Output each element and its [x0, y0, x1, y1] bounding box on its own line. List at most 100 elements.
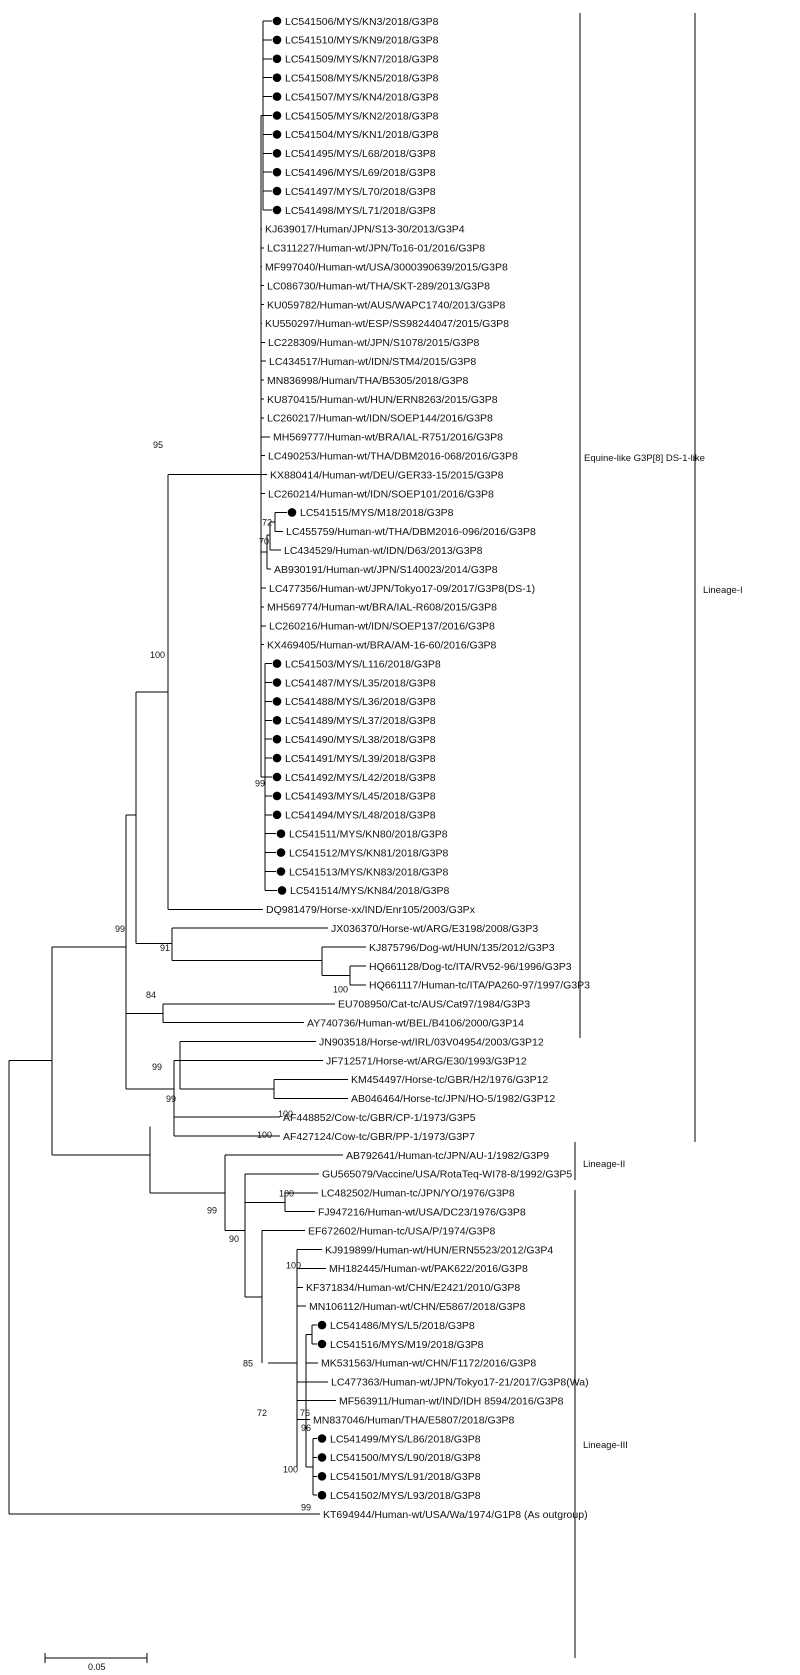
taxon-label: MN836998/Human/THA/B5305/2018/G3P8 [267, 375, 469, 387]
sample-marker-icon [287, 508, 297, 517]
taxon-label: LC490253/Human-wt/THA/DBM2016-068/2016/G… [268, 451, 518, 463]
taxon-label: LC541501/MYS/L91/2018/G3P8 [330, 1471, 481, 1483]
taxon-label: LC541494/MYS/L48/2018/G3P8 [285, 810, 436, 822]
taxon-label: MH569774/Human-wt/BRA/IAL-R608/2015/G3P8 [267, 602, 497, 614]
taxon-label: DQ981479/Horse-xx/IND/Enr105/2003/G3Px [266, 904, 476, 916]
clade-label-lineage-iii: Lineage-III [583, 1440, 628, 1451]
taxon-label: AB792641/Human-tc/JPN/AU-1/1982/G3P9 [346, 1150, 549, 1162]
taxon-label: LC311227/Human-wt/JPN/To16-01/2016/G3P8 [267, 243, 485, 255]
taxon-label: LC541496/MYS/L69/2018/G3P8 [285, 167, 436, 179]
taxon-label: LC541489/MYS/L37/2018/G3P8 [285, 715, 436, 727]
taxon-label: KF371834/Human-wt/CHN/E2421/2010/G3P8 [306, 1282, 520, 1294]
sample-marker-icon [276, 848, 286, 857]
sample-marker-icon [272, 92, 282, 101]
bootstrap-value: 72 [257, 1408, 267, 1418]
clade-label-lineage-ii: Lineage-II [583, 1159, 625, 1170]
bootstrap-value: 95 [153, 440, 163, 450]
sample-marker-icon [272, 54, 282, 64]
taxon-label: LC541506/MYS/KN3/2018/G3P8 [285, 16, 439, 28]
bootstrap-value: 85 [243, 1359, 253, 1369]
bootstrap-value: 100 [333, 984, 348, 994]
taxon-label: AY740736/Human-wt/BEL/B4106/2000/G3P14 [307, 1018, 524, 1030]
taxon-label: LC541500/MYS/L90/2018/G3P8 [330, 1452, 481, 1464]
clade-label-equine-like: Equine-like G3P[8] DS-1-like [584, 453, 705, 464]
taxon-label: LC455759/Human-wt/THA/DBM2016-096/2016/G… [286, 526, 536, 538]
taxon-label: LC541491/MYS/L39/2018/G3P8 [285, 753, 436, 765]
taxon-label: LC541502/MYS/L93/2018/G3P8 [330, 1490, 481, 1502]
sample-marker-icon [272, 73, 282, 82]
taxon-label: LC260216/Human-wt/IDN/SOEP137/2016/G3P8 [269, 621, 495, 633]
bootstrap-value: 96 [301, 1423, 311, 1433]
taxon-label: LC541497/MYS/L70/2018/G3P8 [285, 186, 436, 198]
taxon-label: LC086730/Human-wt/THA/SKT-289/2013/G3P8 [267, 280, 490, 292]
taxon-label: JN903518/Horse-wt/IRL/03V04954/2003/G3P1… [319, 1036, 544, 1048]
taxon-label: MH569777/Human-wt/BRA/IAL-R751/2016/G3P8 [273, 432, 503, 444]
taxon-label: MN106112/Human-wt/CHN/E5867/2018/G3P8 [309, 1301, 525, 1313]
sample-marker-icon [277, 886, 287, 895]
sample-marker-icon [317, 1453, 327, 1462]
sample-marker-icon [272, 186, 282, 196]
taxon-label: EF672602/Human-tc/USA/P/1974/G3P8 [308, 1225, 496, 1237]
bootstrap-value: 70 [259, 537, 269, 547]
taxon-label: HQ661128/Dog-tc/ITA/RV52-96/1996/G3P3 [369, 961, 572, 973]
bootstrap-value: 90 [229, 1234, 239, 1244]
sample-marker-icon [272, 791, 282, 801]
taxon-label: LC541509/MYS/KN7/2018/G3P8 [285, 54, 439, 66]
taxon-label: KU870415/Human-wt/HUN/ERN8263/2015/G3P8 [267, 394, 498, 406]
taxon-label: LC541499/MYS/L86/2018/G3P8 [330, 1433, 481, 1445]
bootstrap-value: 99 [152, 1062, 162, 1072]
sample-marker-icon [272, 205, 282, 215]
taxon-label: LC434529/Human-wt/IDN/D63/2013/G3P8 [284, 545, 483, 557]
taxon-label: EU708950/Cat-tc/AUS/Cat97/1984/G3P3 [338, 999, 530, 1011]
bootstrap-value: 100 [278, 1109, 293, 1119]
sample-marker-icon [317, 1434, 327, 1443]
sample-marker-icon [272, 734, 282, 744]
taxon-label: AF448852/Cow-tc/GBR/CP-1/1973/G3P5 [283, 1112, 476, 1124]
taxon-label: LC541512/MYS/KN81/2018/G3P8 [289, 847, 449, 859]
taxon-label: KJ919899/Human-wt/HUN/ERN5523/2012/G3P4 [325, 1244, 553, 1256]
bootstrap-value: 100 [150, 650, 165, 660]
taxon-label: LC541511/MYS/KN80/2018/G3P8 [289, 829, 448, 841]
taxon-label: MK531563/Human-wt/CHN/F1172/2016/G3P8 [321, 1358, 536, 1370]
taxon-label: LC541488/MYS/L36/2018/G3P8 [285, 696, 436, 708]
sample-marker-icon [317, 1339, 327, 1349]
sample-marker-icon [272, 697, 282, 706]
taxon-label: LC541516/MYS/M19/2018/G3P8 [330, 1339, 484, 1351]
taxon-label: KX880414/Human-wt/DEU/GER33-15/2015/G3P8 [270, 469, 504, 481]
taxon-label: KX469405/Human-wt/BRA/AM-16-60/2016/G3P8 [267, 640, 497, 652]
bootstrap-value: 100 [257, 1130, 272, 1140]
taxon-label: LC541507/MYS/KN4/2018/G3P8 [285, 91, 439, 103]
sample-marker-icon [272, 659, 282, 668]
taxon-label: MN837046/Human/THA/E5807/2018/G3P8 [313, 1414, 515, 1426]
taxon-label: HQ661117/Human-tc/ITA/PA260-97/1997/G3P3 [369, 980, 590, 992]
taxon-label: GU565079/Vaccine/USA/RotaTeq-WI78-8/1992… [322, 1169, 572, 1181]
taxon-label: LC477356/Human-wt/JPN/Tokyo17-09/2017/G3… [269, 583, 535, 595]
taxon-label: LC260217/Human-wt/IDN/SOEP144/2016/G3P8 [267, 413, 493, 425]
sample-marker-icon [272, 149, 282, 158]
taxon-label: LC541510/MYS/KN9/2018/G3P8 [285, 35, 439, 47]
sample-marker-icon [272, 35, 282, 45]
sample-marker-icon [272, 772, 282, 782]
taxon-label: LC541495/MYS/L68/2018/G3P8 [285, 148, 436, 160]
bootstrap-value: 84 [146, 990, 156, 1000]
bootstrap-value: 100 [283, 1465, 298, 1475]
taxon-label: LC541503/MYS/L116/2018/G3P8 [285, 658, 441, 670]
taxon-label: LC541515/MYS/M18/2018/G3P8 [300, 507, 454, 519]
taxon-label: LC541487/MYS/L35/2018/G3P8 [285, 677, 436, 689]
bootstrap-value: 99 [115, 924, 125, 934]
sample-marker-icon [317, 1472, 327, 1481]
taxon-label: MH182445/Human-wt/PAK622/2016/G3P8 [329, 1263, 528, 1275]
sample-marker-icon [272, 753, 282, 763]
taxon-label: LC541492/MYS/L42/2018/G3P8 [285, 772, 436, 784]
sample-marker-icon [272, 167, 282, 177]
taxon-label: LC260214/Human-wt/IDN/SOEP101/2016/G3P8 [268, 488, 494, 500]
taxon-label: LC541486/MYS/L5/2018/G3P8 [330, 1320, 475, 1332]
taxon-label: LC541514/MYS/KN84/2018/G3P8 [290, 885, 450, 897]
sample-marker-icon [317, 1320, 327, 1330]
taxon-label: LC541505/MYS/KN2/2018/G3P8 [285, 110, 439, 122]
taxon-label: KJ639017/Human/JPN/S13-30/2013/G3P4 [265, 224, 465, 236]
taxon-label: AF427124/Cow-tc/GBR/PP-1/1973/G3P7 [283, 1131, 475, 1143]
sample-marker-icon [317, 1490, 327, 1500]
